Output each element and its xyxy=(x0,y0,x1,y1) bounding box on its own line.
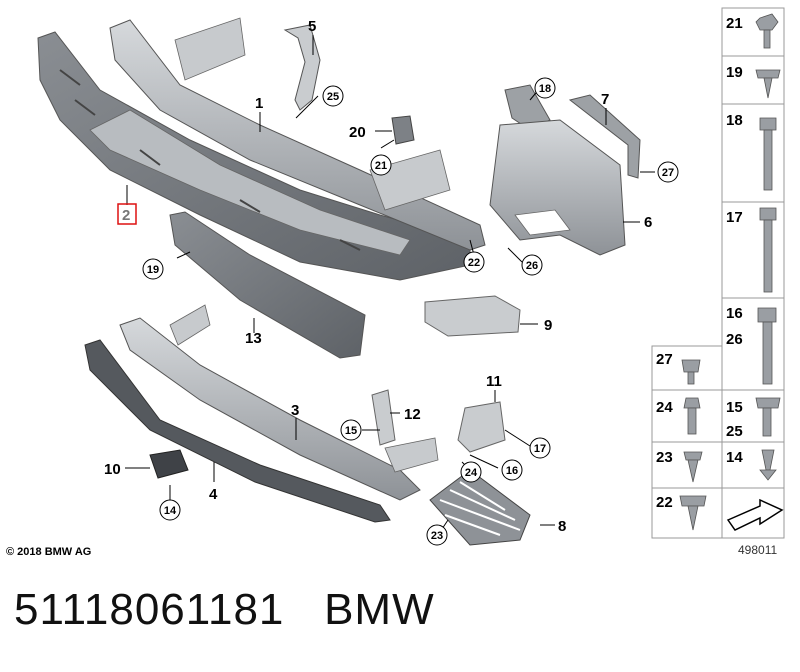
image-number: 498011 xyxy=(738,543,777,557)
part-11-bracket[interactable] xyxy=(457,401,506,453)
svg-text:17: 17 xyxy=(534,443,546,455)
callout-8: 8 xyxy=(558,518,566,535)
bolt-18-icon xyxy=(759,117,777,131)
callout-2: 2 xyxy=(122,207,130,224)
circle-18: 18 xyxy=(534,77,556,99)
callout-6: 6 xyxy=(644,214,652,231)
screw-23-icon xyxy=(683,451,703,461)
svg-text:25: 25 xyxy=(327,91,339,103)
bolt-17-icon xyxy=(759,207,777,221)
arrow-icon xyxy=(726,498,784,531)
callout-5: 5 xyxy=(308,18,316,35)
svg-text:24: 24 xyxy=(465,467,478,479)
part-3-lower-carrier[interactable] xyxy=(119,304,439,501)
panel-numbers: 21 19 18 17 16 26 27 24 15 25 23 14 22 xyxy=(656,15,743,511)
circle-26: 26 xyxy=(521,254,543,276)
svg-text:18: 18 xyxy=(539,83,551,95)
callouts: 1 3 4 5 6 7 8 9 10 11 12 13 20 xyxy=(104,18,652,535)
part-4-strip[interactable] xyxy=(84,339,391,523)
svg-text:21: 21 xyxy=(375,160,387,172)
panel-num-25: 25 xyxy=(726,423,743,440)
svg-text:26: 26 xyxy=(526,260,538,272)
panel-num-19: 19 xyxy=(726,64,743,81)
screw-24-icon xyxy=(683,397,701,409)
panel-num-21: 21 xyxy=(726,15,743,32)
callout-7: 7 xyxy=(601,91,609,108)
part-caption: 51118061181 BMW xyxy=(14,580,614,640)
svg-text:19: 19 xyxy=(147,264,159,276)
circle-24: 24 xyxy=(460,461,482,483)
circle-25: 25 xyxy=(322,85,344,107)
panel-num-27: 27 xyxy=(656,351,673,368)
panel-num-26: 26 xyxy=(726,331,743,348)
part-5-bracket[interactable] xyxy=(283,24,321,111)
svg-text:22: 22 xyxy=(468,257,480,269)
callout-4: 4 xyxy=(209,486,218,503)
part-number: 51118061181 xyxy=(14,585,285,634)
callout-12: 12 xyxy=(404,406,421,423)
callout-13: 13 xyxy=(245,330,262,347)
circle-21: 21 xyxy=(370,154,392,176)
callout-20: 20 xyxy=(349,124,366,141)
panel-num-22: 22 xyxy=(656,494,673,511)
panel-num-18: 18 xyxy=(726,112,743,129)
callout-9: 9 xyxy=(544,317,552,334)
circled-callouts: 25 18 21 27 22 26 19 15 17 24 16 14 23 xyxy=(142,77,679,546)
callout-1: 1 xyxy=(255,95,263,112)
callout-11: 11 xyxy=(486,373,502,390)
screw-27-icon xyxy=(681,359,701,373)
callout-3: 3 xyxy=(291,402,299,419)
part-9-bracket[interactable] xyxy=(424,295,521,337)
panel-num-14: 14 xyxy=(726,449,743,466)
screw-22-icon xyxy=(679,495,707,507)
part-7-strip[interactable] xyxy=(568,94,641,179)
circle-19: 19 xyxy=(142,258,164,280)
panel-num-23: 23 xyxy=(656,449,673,466)
hardware-panel xyxy=(651,7,785,539)
circle-14: 14 xyxy=(159,499,181,521)
screw-15-icon xyxy=(755,397,781,409)
part-12-bracket[interactable] xyxy=(371,389,396,446)
nut-21-icon xyxy=(755,13,779,31)
part-10-holder[interactable] xyxy=(149,449,189,479)
callout-10: 10 xyxy=(104,461,121,478)
bolt-16-icon xyxy=(757,307,777,323)
panel-num-15: 15 xyxy=(726,399,743,416)
bolt-21-icon xyxy=(763,29,771,49)
panel-num-24: 24 xyxy=(656,399,673,416)
circle-23: 23 xyxy=(426,524,448,546)
part-13-support[interactable] xyxy=(169,211,366,359)
part-6-holder[interactable] xyxy=(489,119,626,256)
screw-19-icon xyxy=(755,69,781,79)
svg-text:14: 14 xyxy=(164,505,177,517)
svg-text:16: 16 xyxy=(506,465,518,477)
copyright-text: © 2018 BMW AG xyxy=(6,546,91,558)
part-20-clip[interactable] xyxy=(391,115,415,145)
callout-2-highlight[interactable]: 2 xyxy=(117,203,137,225)
circle-22: 22 xyxy=(463,251,485,273)
circle-15: 15 xyxy=(340,419,362,441)
brand-name: BMW xyxy=(324,585,435,634)
hardware-icons xyxy=(679,13,781,531)
panel-num-17: 17 xyxy=(726,209,743,226)
circle-17: 17 xyxy=(529,437,551,459)
circle-27: 27 xyxy=(657,161,679,183)
circle-16: 16 xyxy=(501,459,523,481)
leader-lines xyxy=(125,35,655,536)
svg-text:27: 27 xyxy=(662,167,674,179)
svg-text:15: 15 xyxy=(345,425,357,437)
panel-num-16: 16 xyxy=(726,305,743,322)
svg-text:23: 23 xyxy=(431,530,443,542)
